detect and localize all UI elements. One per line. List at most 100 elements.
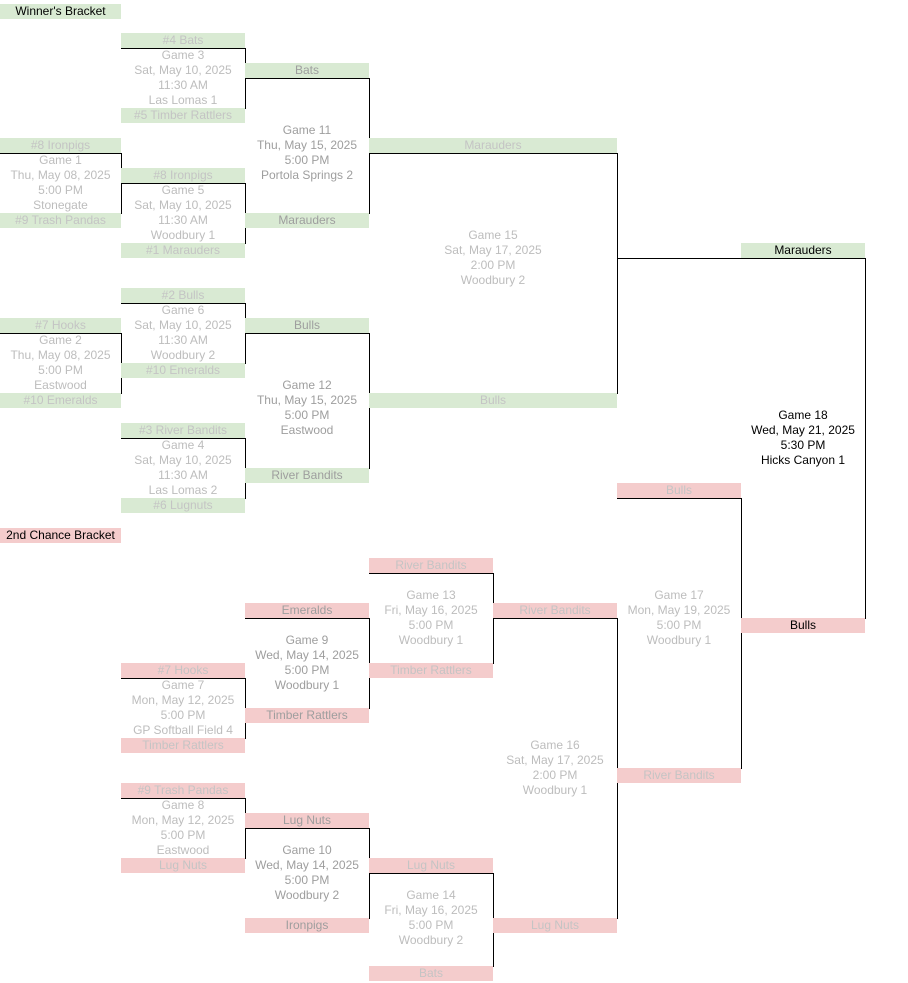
game-number: Game 9 <box>285 633 329 647</box>
game-number: Game 6 <box>161 303 205 317</box>
game-location: Woodbury 1 <box>398 633 464 647</box>
game-time: 5:00 PM <box>38 183 83 197</box>
game-1-info: Game 1 Thu, May 08, 2025 5:00 PM Stonega… <box>0 153 121 213</box>
game-18-info: Game 18 Wed, May 21, 2025 5:30 PM Hicks … <box>741 408 865 468</box>
game-date: Fri, May 16, 2025 <box>384 903 478 917</box>
game-time: 5:30 PM <box>780 438 826 452</box>
seed-cell: #9 Trash Pandas <box>0 213 121 228</box>
seed-cell: #10 Emeralds <box>0 393 121 408</box>
game-number: Game 7 <box>161 678 205 692</box>
game-16-info: Game 16 Sat, May 17, 2025 2:00 PM Woodbu… <box>493 738 617 798</box>
team-cell: Bats <box>369 966 493 981</box>
game-7-info: Game 7 Mon, May 12, 2025 5:00 PM GP Soft… <box>121 678 245 738</box>
game-number: Game 18 <box>778 408 828 422</box>
game-3-info: Game 3 Sat, May 10, 2025 11:30 AM Las Lo… <box>121 48 245 108</box>
game-date: Mon, May 12, 2025 <box>131 813 235 827</box>
game-number: Game 13 <box>406 588 456 602</box>
game-number: Game 14 <box>406 888 456 902</box>
game-15-info: Game 15 Sat, May 17, 2025 2:00 PM Woodbu… <box>369 228 617 288</box>
seed-cell: #3 River Bandits <box>121 423 245 438</box>
game-time: 5:00 PM <box>38 363 83 377</box>
game-date: Sat, May 17, 2025 <box>506 753 604 767</box>
game-number: Game 11 <box>282 123 332 137</box>
team-cell: Lug Nuts <box>245 813 369 828</box>
game-location: Woodbury 2 <box>274 888 340 902</box>
seed-cell: #7 Hooks <box>121 663 245 678</box>
game-number: Game 10 <box>282 843 332 857</box>
game-date: Wed, May 14, 2025 <box>255 858 359 872</box>
team-cell: Bats <box>245 63 369 78</box>
game-number: Game 12 <box>282 378 332 392</box>
game-location: Hicks Canyon 1 <box>760 453 846 467</box>
game-6-info: Game 6 Sat, May 10, 2025 11:30 AM Woodbu… <box>121 303 245 363</box>
game-location: Woodbury 1 <box>274 678 340 692</box>
team-cell: Bulls <box>741 618 865 633</box>
game-number: Game 3 <box>161 48 205 62</box>
game-time: 11:30 AM <box>158 468 208 482</box>
game-4-info: Game 4 Sat, May 10, 2025 11:30 AM Las Lo… <box>121 438 245 498</box>
game-date: Fri, May 16, 2025 <box>384 603 478 617</box>
team-cell: Ironpigs <box>245 918 369 933</box>
game-11-info: Game 11 Thu, May 15, 2025 5:00 PM Portol… <box>245 123 369 183</box>
game-number: Game 1 <box>39 153 82 167</box>
game-time: 2:00 PM <box>470 258 516 272</box>
game-date: Sat, May 10, 2025 <box>134 63 232 77</box>
game-location: Woodbury 2 <box>460 273 526 287</box>
game-date: Wed, May 21, 2025 <box>751 423 855 437</box>
team-cell: Bulls <box>617 483 741 498</box>
team-cell: River Bandits <box>493 603 617 618</box>
game-date: Thu, May 15, 2025 <box>256 393 358 407</box>
seed-cell: Lug Nuts <box>121 858 245 873</box>
game-number: Game 4 <box>161 438 205 452</box>
game-17-info: Game 17 Mon, May 19, 2025 5:00 PM Woodbu… <box>617 588 741 648</box>
game-location: Eastwood <box>34 378 87 392</box>
seed-cell: #6 Lugnuts <box>121 498 245 513</box>
team-cell: River Bandits <box>369 558 493 573</box>
game-time: 5:00 PM <box>284 663 330 677</box>
game-location: Eastwood <box>280 423 334 437</box>
team-cell: Marauders <box>245 213 369 228</box>
game-date: Thu, May 08, 2025 <box>10 348 111 362</box>
team-cell: Lug Nuts <box>493 918 617 933</box>
game-time: 11:30 AM <box>158 78 208 92</box>
game-number: Game 16 <box>530 738 580 752</box>
game-time: 5:00 PM <box>284 873 330 887</box>
seed-cell: #7 Hooks <box>0 318 121 333</box>
game-location: Eastwood <box>156 843 210 857</box>
seed-cell: #4 Bats <box>121 33 245 48</box>
game-time: 5:00 PM <box>408 618 454 632</box>
winners-bracket-header: Winner's Bracket <box>0 4 121 19</box>
game-date: Sat, May 10, 2025 <box>134 453 232 467</box>
seed-cell: #10 Emeralds <box>121 363 245 378</box>
seed-cell: #9 Trash Pandas <box>121 783 245 798</box>
game-location: Woodbury 2 <box>150 348 216 362</box>
game-location: Woodbury 1 <box>522 783 588 797</box>
game-10-info: Game 10 Wed, May 14, 2025 5:00 PM Woodbu… <box>245 843 369 903</box>
game-location: Stonegate <box>33 198 88 212</box>
game-date: Mon, May 12, 2025 <box>131 693 235 707</box>
team-cell: Timber Rattlers <box>369 663 493 678</box>
team-cell: Bulls <box>369 393 617 408</box>
second-chance-bracket-header: 2nd Chance Bracket <box>0 528 121 543</box>
game-time: 11:30 AM <box>158 333 208 347</box>
game-location: Woodbury 2 <box>398 933 464 947</box>
team-cell: Emeralds <box>245 603 369 618</box>
seed-cell: #5 Timber Rattlers <box>121 108 245 123</box>
game-number: Game 17 <box>654 588 704 602</box>
game-number: Game 2 <box>39 333 82 347</box>
game-date: Sat, May 10, 2025 <box>134 198 232 212</box>
game-date: Sat, May 10, 2025 <box>134 318 232 332</box>
team-cell: Lug Nuts <box>369 858 493 873</box>
game-number: Game 5 <box>161 183 205 197</box>
game-time: 2:00 PM <box>532 768 578 782</box>
game-time: 5:00 PM <box>284 408 330 422</box>
game-location: Portola Springs 2 <box>260 168 354 182</box>
game-13-info: Game 13 Fri, May 16, 2025 5:00 PM Woodbu… <box>369 588 493 648</box>
game-location: Las Lomas 2 <box>148 483 218 497</box>
game-14-info: Game 14 Fri, May 16, 2025 5:00 PM Woodbu… <box>369 888 493 948</box>
team-cell: Bulls <box>245 318 369 333</box>
game-time: 5:00 PM <box>160 708 206 722</box>
game-time: 5:00 PM <box>656 618 702 632</box>
team-cell: River Bandits <box>245 468 369 483</box>
game-2-info: Game 2 Thu, May 08, 2025 5:00 PM Eastwoo… <box>0 333 121 393</box>
